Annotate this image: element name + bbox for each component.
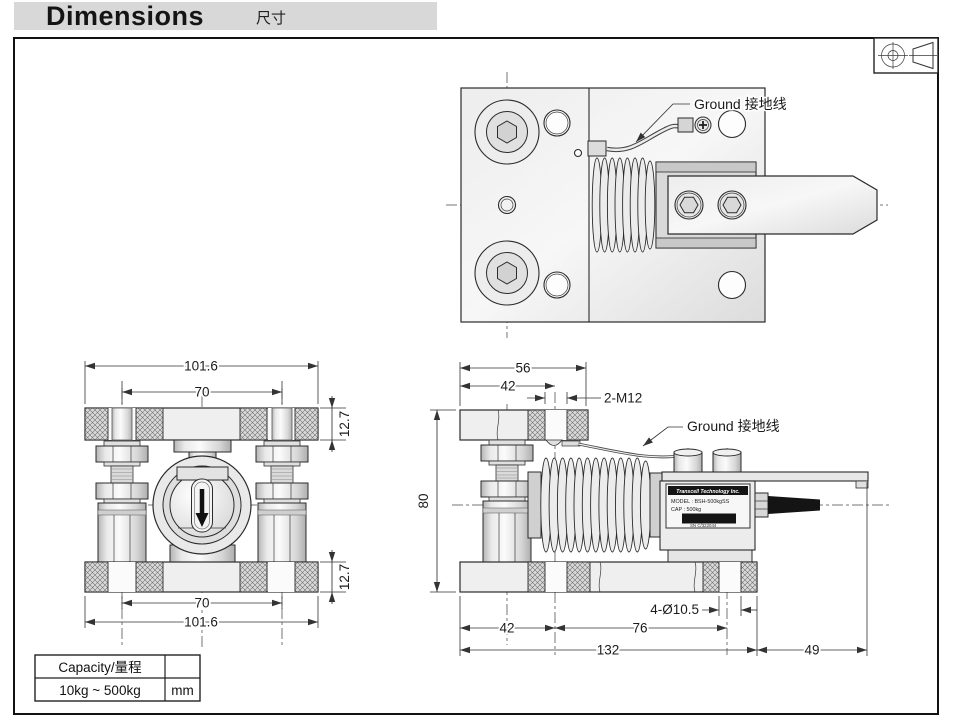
mount-bolt-right: [255, 440, 309, 563]
dim-overall-top: 101.6: [184, 359, 218, 374]
plate-hole: [543, 109, 571, 137]
top-view: Ground 接地线: [446, 72, 888, 338]
cable-gland: [754, 492, 769, 518]
dim-42-top: 42: [500, 379, 515, 394]
dim-4-holes: 4-Ø10.5: [650, 602, 699, 617]
dim-plate-thickness-bottom: 12.7: [337, 564, 352, 590]
projection-symbol: [873, 37, 939, 74]
bellows-side-view: [527, 457, 663, 553]
nameplate-model: MODEL : BSH-500kgSS: [671, 499, 730, 505]
load-cell-front: [152, 455, 252, 555]
capacity-range: 10kg ~ 500kg: [59, 683, 140, 698]
nameplate-cap: CAP : 500kg: [671, 507, 701, 513]
dim-80: 80: [416, 493, 431, 508]
socket-screw-upper: [474, 99, 540, 165]
mount-bolt-side: [480, 439, 534, 563]
pin-hole: [573, 148, 583, 158]
ground-wire: [587, 116, 712, 157]
dim-49: 49: [804, 643, 819, 658]
page-title: Dimensions: [46, 1, 204, 31]
dim-56: 56: [515, 361, 530, 376]
nameplate-sn: SN C/322044: [690, 523, 717, 528]
front-view: 101.6 70: [84, 357, 354, 648]
bottom-plate-front: [84, 561, 319, 593]
tongue-bolt-left: [674, 190, 704, 220]
dim-plate-thickness-top: 12.7: [337, 411, 352, 437]
dim-76: 76: [632, 621, 647, 636]
capacity-header: Capacity/量程: [58, 660, 141, 675]
plate-hole: [717, 270, 747, 300]
mounting-tongue: [667, 175, 878, 235]
capacity-unit: mm: [171, 683, 194, 698]
dim-bolt-spacing-bottom: 70: [194, 596, 209, 611]
plate-hole: [543, 271, 571, 299]
projection-circle-icon: [878, 42, 908, 69]
load-direction-arrow-icon: [195, 489, 209, 527]
capacity-table: Capacity/量程 10kg ~ 500kg mm: [34, 654, 201, 702]
header: Dimensions 尺寸: [14, 1, 437, 31]
top-plate-front: [84, 407, 319, 441]
load-cell-body-side: Transcell Technology Inc. MODEL : BSH-50…: [659, 448, 869, 563]
dim-overall-bottom: 101.6: [184, 615, 218, 630]
page-title-cn: 尺寸: [256, 10, 286, 27]
dim-132: 132: [597, 643, 620, 658]
projection-cone-icon: [909, 41, 937, 70]
ground-label-top-view: Ground 接地线: [694, 96, 787, 112]
stem-block: [173, 439, 232, 453]
mount-bolt-left: [95, 440, 149, 563]
side-view: 56 42 2-M12 Ground 接地线 80: [414, 359, 892, 659]
header-bar: [14, 2, 437, 30]
nameplate: Transcell Technology Inc. MODEL : BSH-50…: [665, 483, 751, 529]
signal-cable: [768, 496, 820, 514]
dim-42-bottom: 42: [499, 621, 514, 636]
tongue-bolt-right: [717, 190, 747, 220]
dim-bolt-spacing-top: 70: [194, 385, 209, 400]
dim-2-m12: 2-M12: [604, 391, 642, 406]
ground-leader-line-side: [642, 426, 683, 447]
socket-screw-lower: [474, 240, 540, 306]
nameplate-brand: Transcell Technology Inc.: [676, 489, 739, 495]
ground-label-side-view: Ground 接地线: [687, 418, 780, 434]
plate-hole: [717, 109, 747, 139]
ground-leader-line: [635, 103, 690, 143]
bottom-plate-side: [459, 409, 758, 593]
bellows-top-view: [591, 157, 656, 253]
